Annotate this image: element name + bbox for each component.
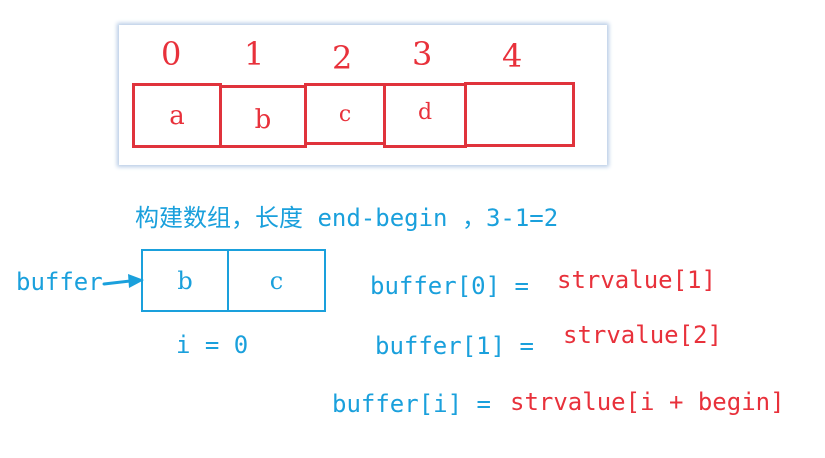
equation-2-rhs: strvalue[i + begin] (510, 388, 785, 416)
loop-variable: i = 0 (176, 331, 249, 359)
array-cell-2: c (304, 83, 386, 145)
string-array-panel (119, 25, 607, 165)
array-cell-4 (464, 82, 575, 147)
index-label-0: 0 (161, 35, 182, 73)
index-label-3: 3 (412, 35, 433, 73)
buffer-cell-0: b (141, 249, 229, 312)
array-cell-3: d (383, 83, 467, 148)
buffer-label: buffer (16, 268, 103, 296)
equation-2-lhs: buffer[i] = (332, 390, 491, 418)
index-label-2: 2 (332, 39, 353, 77)
buffer-cell-1: c (227, 249, 326, 312)
array-cell-0: a (132, 83, 222, 148)
equation-1-lhs: buffer[1] = (375, 332, 534, 360)
index-label-1: 1 (244, 35, 265, 73)
equation-1-rhs: strvalue[2] (563, 321, 722, 349)
equation-0-rhs: strvalue[1] (557, 266, 716, 294)
array-cell-1: b (219, 85, 307, 148)
arrow-icon (102, 274, 144, 288)
equation-0-lhs: buffer[0] = (370, 272, 529, 300)
caption: 构建数组，长度 end-begin ，3-1=2 (135, 204, 559, 232)
index-label-4: 4 (502, 37, 523, 75)
